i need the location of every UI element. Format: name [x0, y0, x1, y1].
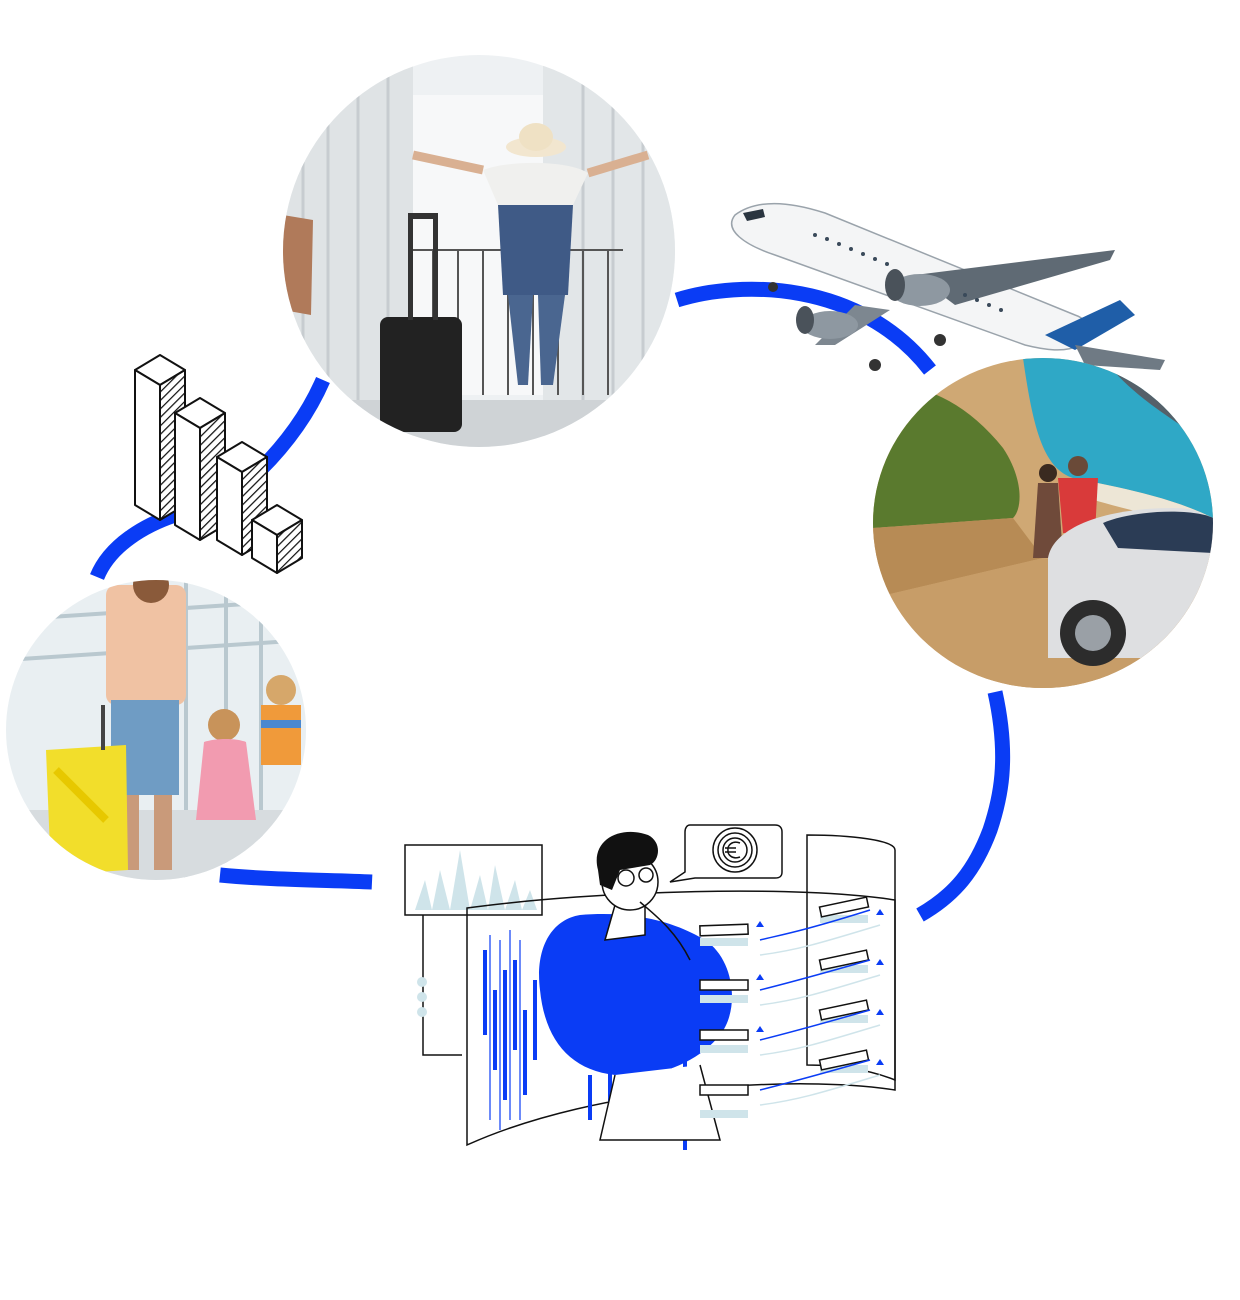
- connector-coast-to-analyst: [916, 690, 1011, 922]
- woman-with-suitcase-opening-curtains-icon: [283, 55, 675, 447]
- airplane-icon: [731, 202, 1165, 371]
- analyst-body: [539, 914, 732, 1076]
- couple-by-car-at-coast-icon: [873, 358, 1213, 688]
- speech-bubble: [669, 824, 783, 883]
- euro-coin-icon: [712, 827, 758, 873]
- photo-hotel-balcony: [283, 55, 675, 447]
- photo-coast-car: [873, 358, 1213, 688]
- connector-airport-to-chart: [90, 507, 178, 581]
- connector-hotel-to-plane: [674, 281, 936, 375]
- family-with-suitcase-at-airport-icon: [6, 580, 306, 880]
- photo-airport-family: [6, 580, 306, 880]
- hatched-3d-bar-chart-icon: [134, 354, 303, 574]
- analyst-with-charts-icon: [404, 824, 896, 1150]
- connector-analyst-to-airport: [219, 867, 373, 890]
- connector-chart-to-hotel: [254, 376, 330, 476]
